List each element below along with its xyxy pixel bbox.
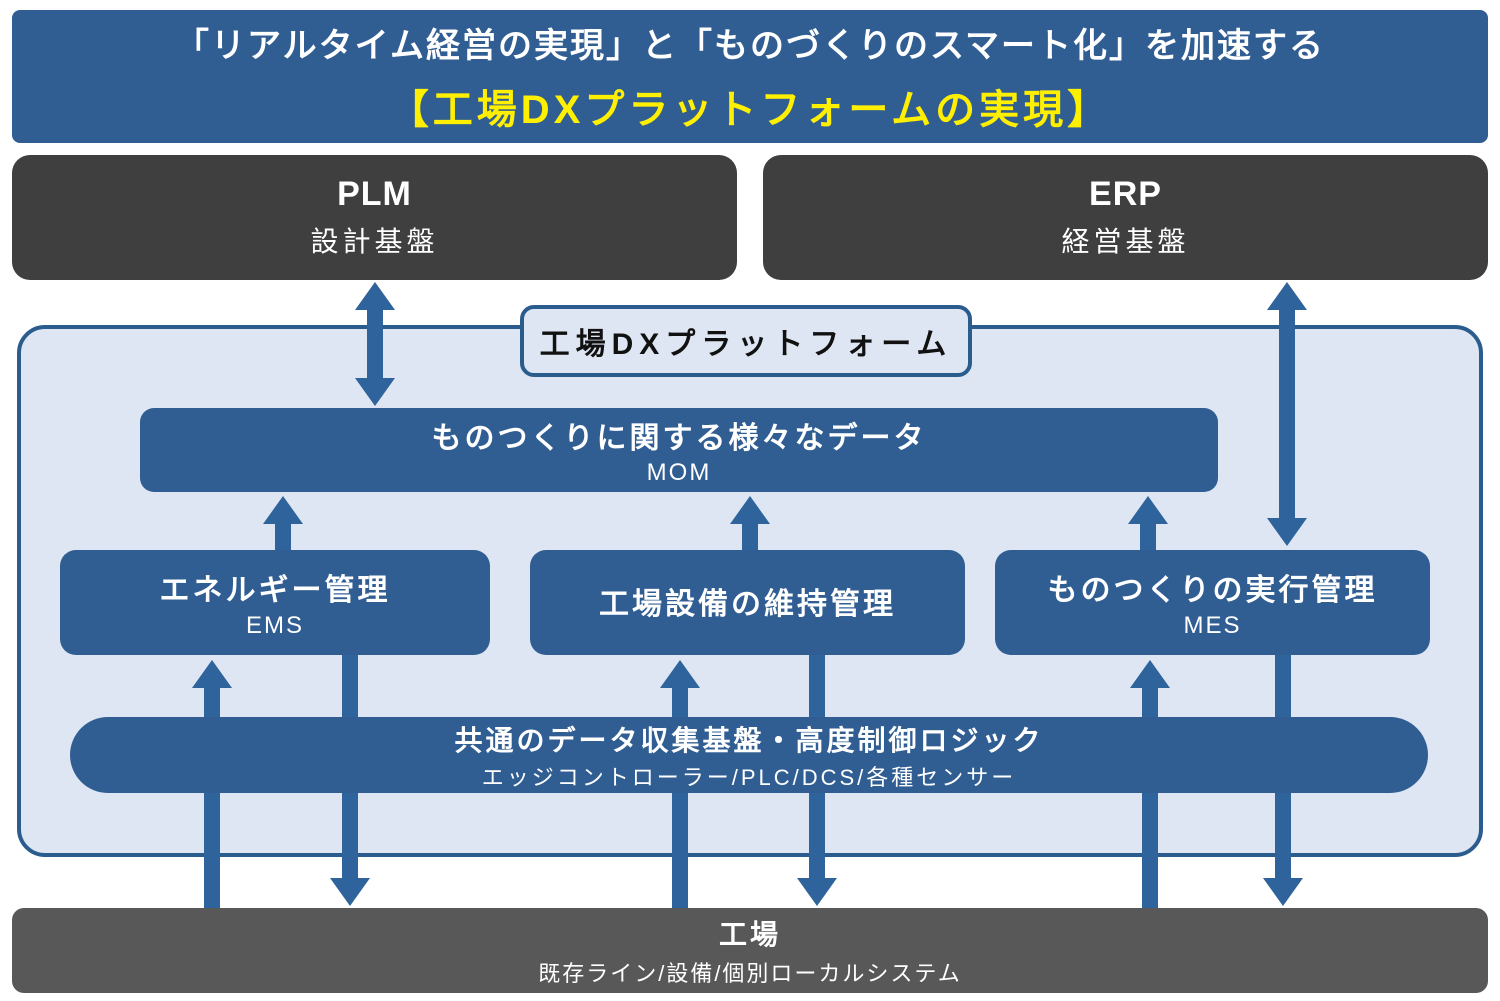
factory-title: 工場 — [718, 919, 781, 950]
erp-title: ERP — [1089, 175, 1162, 213]
erp-subtitle: 経営基盤 — [1061, 226, 1190, 257]
mes-abbr: MES — [1183, 612, 1242, 639]
plm-title: PLM — [337, 175, 412, 213]
title-banner: 「リアルタイム経営の実現」と「ものづくりのスマート化」を加速する 【工場DXプラ… — [12, 10, 1488, 143]
mes-box: ものつくりの実行管理 MES — [995, 550, 1430, 655]
arrow-erp-mes — [1267, 282, 1307, 546]
arrow-plm-mom — [355, 282, 395, 406]
arrow-maintenance-to-mom — [730, 496, 770, 554]
arrow-ems-to-mom — [263, 496, 303, 554]
maintenance-box: 工場設備の維持管理 — [530, 550, 965, 655]
arrow-mes-to-mom — [1128, 496, 1168, 554]
erp-box: ERP 経営基盤 — [763, 155, 1488, 280]
ems-abbr: EMS — [245, 612, 304, 639]
factory-box: 工場 既存ライン/設備/個別ローカルシステム — [12, 908, 1488, 993]
factory-subtitle: 既存ライン/設備/個別ローカルシステム — [538, 961, 962, 986]
edge-platform-subtitle: エッジコントローラー/PLC/DCS/各種センサー — [481, 764, 1017, 790]
ems-title: エネルギー管理 — [159, 574, 391, 607]
edge-platform-box: 共通のデータ収集基盤・高度制御ロジック エッジコントローラー/PLC/DCS/各… — [70, 717, 1428, 793]
maintenance-title: 工場設備の維持管理 — [599, 588, 896, 621]
mom-abbr: MOM — [646, 459, 712, 486]
mom-box: ものつくりに関する様々なデータ MOM — [140, 408, 1218, 492]
banner-line2-highlight: 【工場DXプラットフォームの実現】 — [388, 88, 1112, 132]
plm-subtitle: 設計基盤 — [310, 226, 439, 257]
plm-box: PLM 設計基盤 — [12, 155, 737, 280]
ems-box: エネルギー管理 EMS — [60, 550, 490, 655]
edge-platform-title: 共通のデータ収集基盤・高度制御ロジック — [454, 724, 1044, 756]
dx-platform-label: 工場DXプラットフォーム — [520, 305, 972, 377]
banner-line1: 「リアルタイム経営の実現」と「ものづくりのスマート化」を加速する — [175, 27, 1325, 65]
mom-title: ものつくりに関する様々なデータ — [431, 422, 927, 455]
mes-title: ものつくりの実行管理 — [1047, 574, 1378, 607]
